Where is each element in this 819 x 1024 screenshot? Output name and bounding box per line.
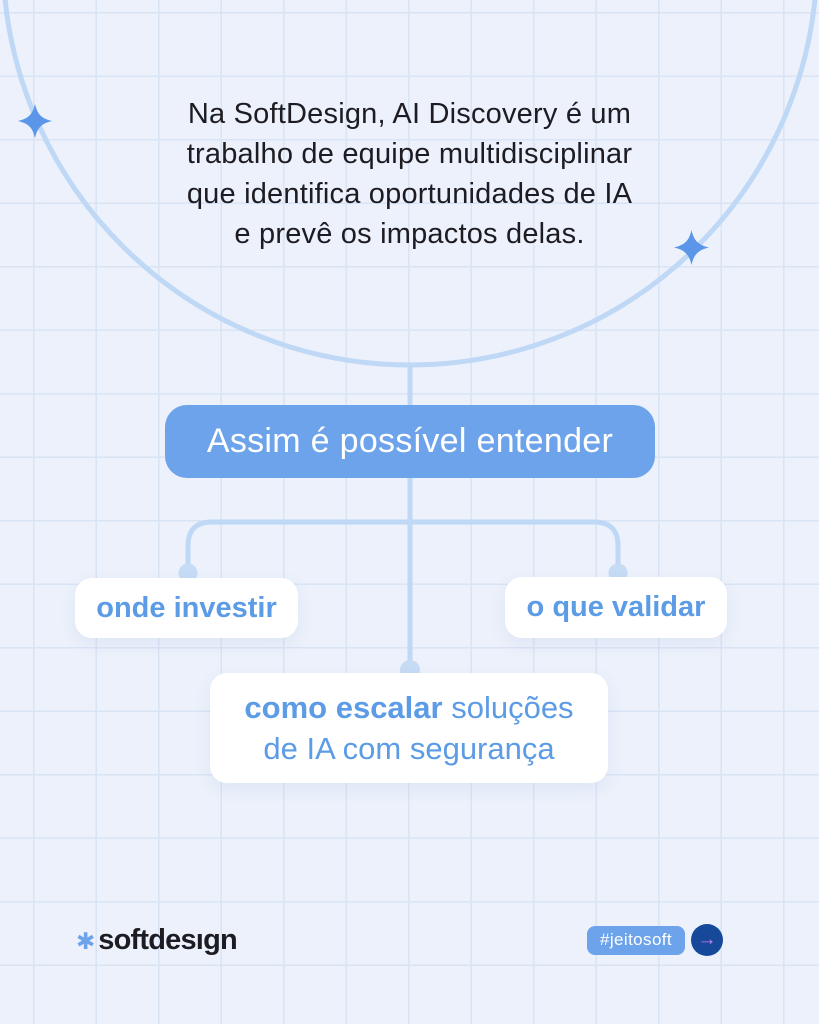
node-center-bold-text: como escalar (244, 690, 443, 725)
diagram-node-onde-investir: onde investir (75, 578, 298, 638)
hashtag-badge: #jeitosoft (587, 925, 686, 955)
diagram-root-node: Assim é possível entender (165, 405, 655, 478)
asterisk-icon: ✱ (76, 927, 96, 954)
brand-logo: ✱ softdesıgn (76, 922, 238, 958)
diagram-node-como-escalar: como escalar soluções de IA com seguranç… (210, 673, 608, 783)
next-arrow-button[interactable]: → (691, 924, 724, 956)
intro-line-3: que identifica oportunidades de IA (186, 178, 633, 210)
intro-text: Na SoftDesign, AI Discovery é um trabalh… (0, 94, 819, 254)
arrow-right-icon: → (697, 929, 717, 950)
connector-branch (185, 519, 621, 566)
node-center-rest-text: soluções (442, 690, 574, 725)
node-center-line-1: como escalar soluções (244, 687, 573, 728)
brand-name: softdesıgn (98, 923, 237, 956)
diagram-node-o-que-validar: o que validar (505, 577, 727, 638)
footer-right: #jeitosoft → (587, 924, 724, 956)
intro-line-2: trabalho de equipe multidisciplinar (186, 138, 633, 170)
intro-line-1: Na SoftDesign, AI Discovery é um (187, 98, 632, 130)
intro-line-4: e prevê os impactos delas. (234, 218, 585, 250)
node-center-line-2: de IA com segurança (263, 731, 555, 766)
